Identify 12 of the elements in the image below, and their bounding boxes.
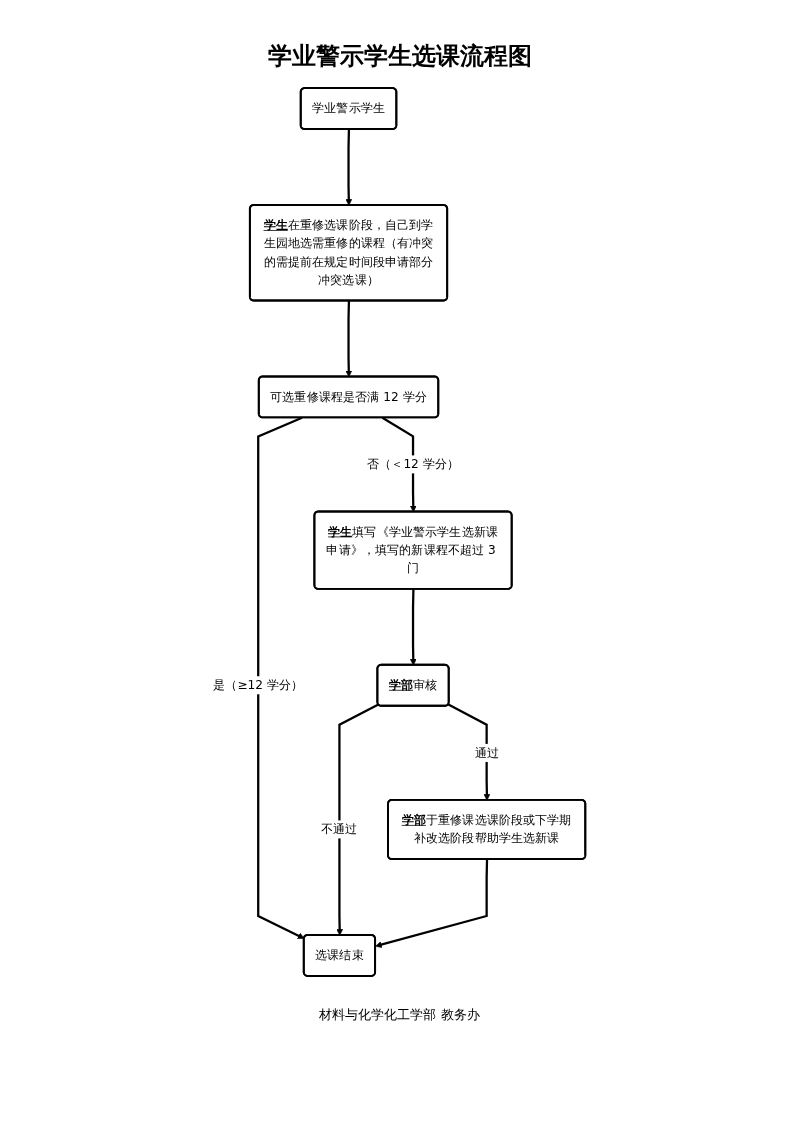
arrow xyxy=(345,129,353,206)
edge-label: 通过 xyxy=(474,745,500,760)
arrow xyxy=(345,300,353,378)
arrow xyxy=(257,416,305,939)
arrow xyxy=(336,703,380,936)
edge-label: 不通过 xyxy=(321,821,358,837)
arrow xyxy=(410,589,417,666)
diagram-title: 学业警示学生选课流程图 xyxy=(266,41,533,72)
edge-label: 否（＜12 学分） xyxy=(367,456,460,472)
caption: 材料与化学化工学部 教务办 xyxy=(318,1006,481,1024)
arrow xyxy=(375,859,489,948)
edge-label: 是（≥12 学分） xyxy=(213,677,304,693)
